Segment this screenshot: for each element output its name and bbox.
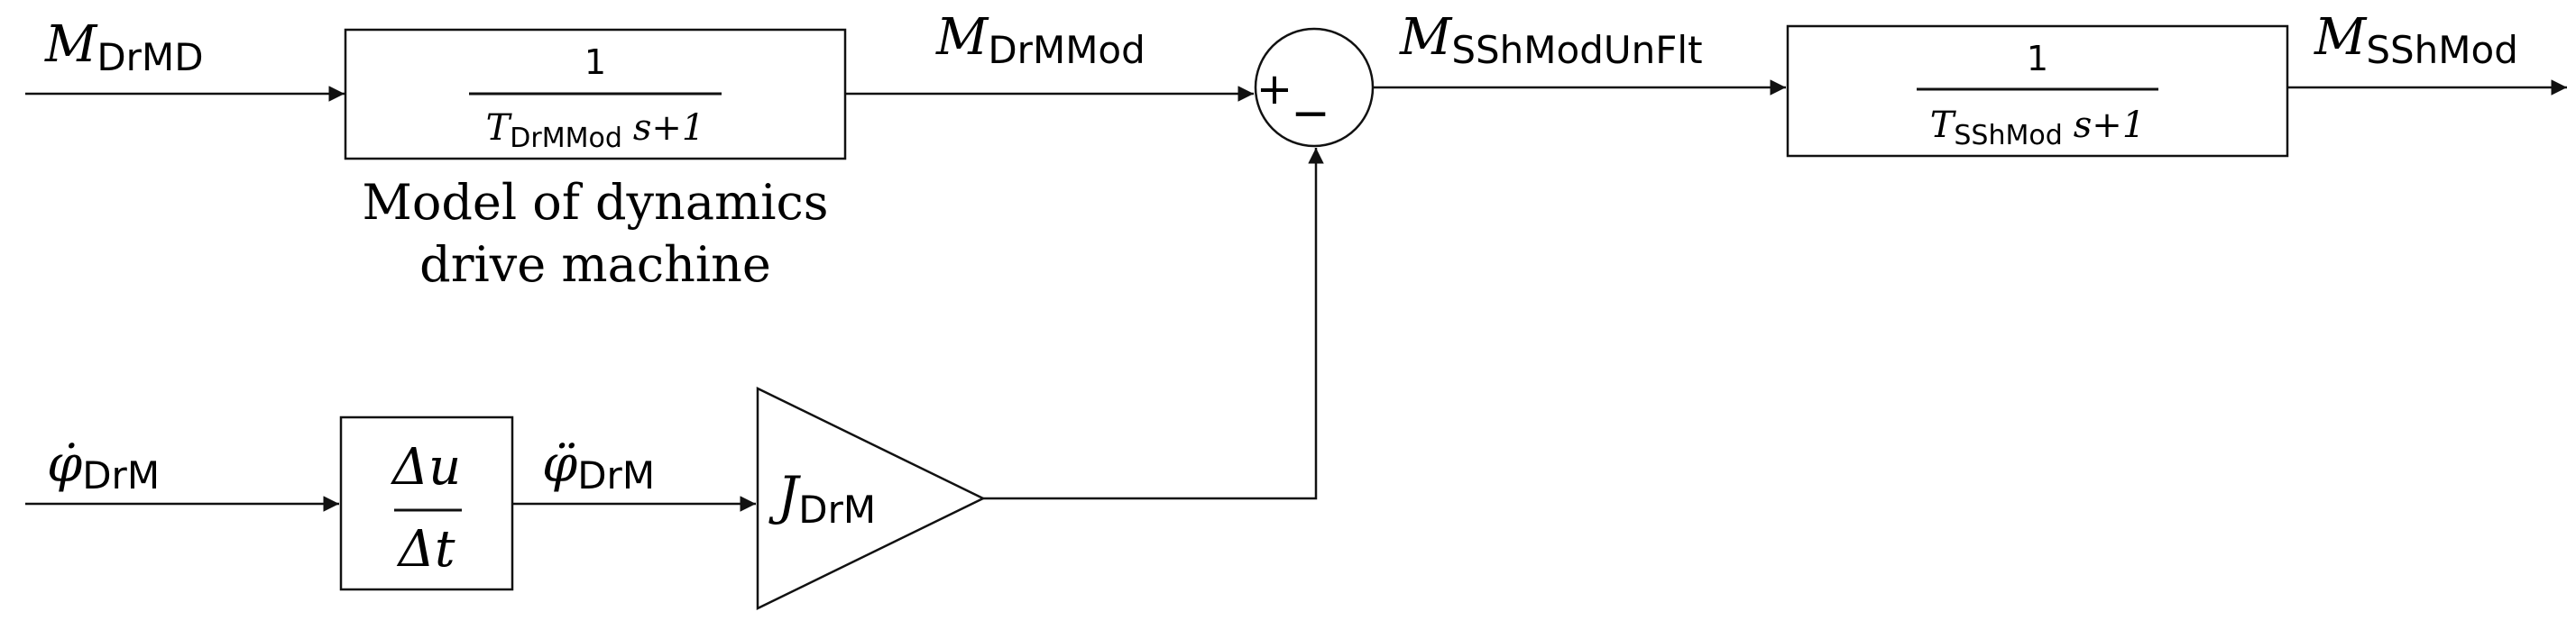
derivative-denominator: Δt (397, 520, 455, 579)
label-m-sshmodunflt: MSShModUnFlt (1399, 8, 1703, 72)
derivative-numerator: Δu (391, 438, 462, 497)
label-m-drmd: MDrMD (44, 15, 204, 79)
signal-line-gain-to-summer (983, 148, 1324, 500)
lowpass2-numerator: 1 (2027, 39, 2048, 78)
lowpass1-caption-line2: drive machine (419, 236, 771, 293)
label-phi-dot-drm: φ̇DrM (47, 435, 160, 498)
summing-junction: + − (1254, 27, 1375, 148)
summer-plus-sign: + (1256, 64, 1293, 114)
label-phi-ddot-drm: φ̈DrM (542, 435, 655, 498)
lowpass1-numerator: 1 (584, 42, 606, 82)
label-m-drmmod: MDrMMod (935, 8, 1145, 72)
derivative-block: Δu Δt (339, 415, 514, 591)
lowpass1-caption-line1: Model of dynamics (363, 174, 829, 231)
gain-block: JDrM (756, 386, 986, 611)
summer-minus-sign: − (1291, 87, 1330, 141)
label-m-sshmod: MSShMod (2314, 8, 2518, 72)
